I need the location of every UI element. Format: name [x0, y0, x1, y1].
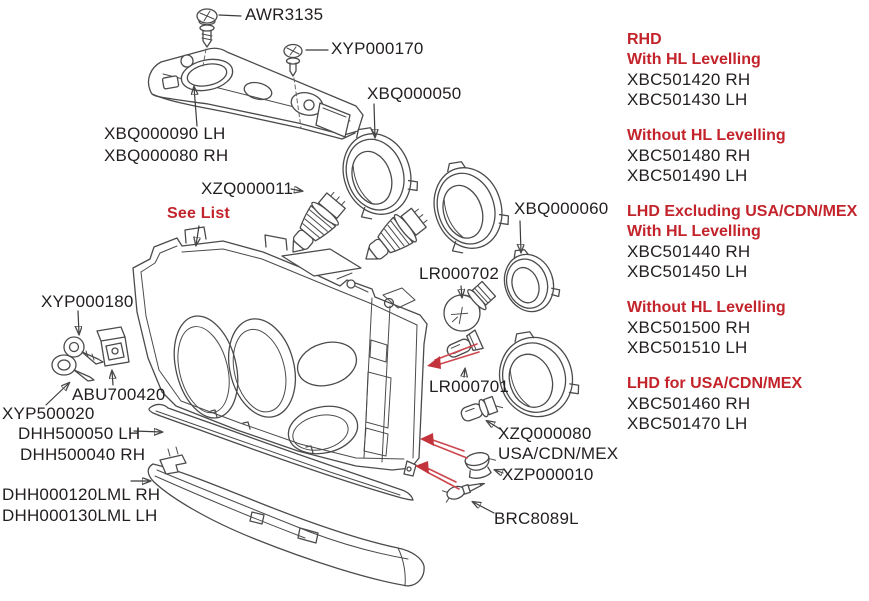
legend-part: XBC501450 LH [627, 262, 748, 281]
legend-heading: RHD [627, 31, 662, 48]
callout-xzp000010: XZP000010 [502, 465, 594, 484]
legend-heading: With HL Levelling [627, 51, 761, 68]
legend-group-lhd-excl: LHD Excluding USA/CDN/MEX With HL Levell… [627, 202, 857, 282]
legend-heading: LHD Excluding USA/CDN/MEX [627, 203, 858, 220]
bulb-lr000702 [443, 280, 497, 332]
screw-awr3135 [196, 8, 218, 67]
legend-group-rhd-without: Without HL Levelling XBC501480 RH XBC501… [627, 126, 857, 186]
bulb-halogen-2 [354, 200, 434, 274]
mounting-bracket-xbq000090 [147, 47, 364, 140]
legend-heading: With HL Levelling [627, 223, 761, 240]
retaining-ring-4 [498, 331, 580, 418]
legend-group-lhd-without: Without HL Levelling XBC501500 RH XBC501… [627, 298, 857, 358]
callout-xzq000080: XZQ000080 [498, 424, 592, 443]
retaining-ring-xbq000060 [503, 249, 561, 313]
legend-part: XBC501460 RH [627, 394, 751, 413]
callout-xzq000080-note: USA/CDN/MEX [498, 444, 619, 463]
callout-xbq000060: XBQ000060 [514, 199, 609, 218]
headlamp-unit [132, 226, 428, 477]
legend-group-lhd-usa: LHD for USA/CDN/MEX XBC501460 RH XBC5014… [627, 374, 857, 434]
legend-group-rhd: RHD With HL Levelling XBC501420 RH XBC50… [627, 30, 857, 110]
callout-xyp500020: XYP500020 [2, 404, 95, 423]
legend-part: XBC501470 LH [627, 414, 748, 433]
callout-abu700420: ABU700420 [72, 385, 166, 404]
red-arrow-xzp000010 [420, 433, 468, 459]
callout-lr000701: LR000701 [429, 377, 510, 396]
callout-dhh500050-lh: DHH500050 LH [18, 424, 141, 443]
legend-part: XBC501420 RH [627, 70, 751, 89]
callout-dhh500040-rh: DHH500040 RH [20, 445, 146, 464]
legend-part: XBC501440 RH [627, 242, 751, 261]
legend-part: XBC501510 LH [627, 338, 748, 357]
legend-part: XBC501430 LH [627, 90, 748, 109]
callout-xyp000170: XYP000170 [331, 39, 424, 58]
legend-heading: Without HL Levelling [627, 299, 786, 316]
callout-dhh000130lml-lh: DHH000130LML LH [2, 506, 158, 525]
callout-xbq000090-lh: XBQ000090 LH [104, 124, 226, 143]
trim-strip-dhh500050 [148, 403, 414, 501]
callout-xbq000080-rh: XBQ000080 RH [104, 146, 229, 165]
legend-heading: Without HL Levelling [627, 127, 786, 144]
clip-brc8089l [442, 482, 485, 503]
bumper-strip-dhh000120lml [147, 446, 425, 587]
red-arrow-brc8089l [415, 461, 460, 490]
callout-brc8089l: BRC8089L [494, 509, 579, 528]
legend-part: XBC501480 RH [627, 146, 751, 165]
red-arrow-lr000701 [427, 343, 480, 369]
callout-xbq000050: XBQ000050 [367, 84, 462, 103]
retaining-ring-2 [421, 150, 516, 258]
legend-part: XBC501500 RH [627, 318, 751, 337]
legend-part: XBC501490 LH [627, 166, 748, 185]
screw-xyp000170 [283, 43, 303, 129]
callout-awr3135: AWR3135 [245, 5, 324, 24]
leader-lines [45, 14, 521, 514]
grommet-xzp000010 [464, 452, 497, 479]
callout-xzq000011: XZQ000011 [201, 179, 294, 198]
callout-see-list: See List [167, 205, 230, 222]
fastener-xyp000180 [63, 336, 104, 365]
assembly-legend: RHD With HL Levelling XBC501420 RH XBC50… [627, 30, 857, 450]
callout-lr000702: LR000702 [419, 264, 500, 283]
callout-xyp000180: XYP000180 [41, 292, 134, 311]
callout-dhh000120lml-rh: DHH000120LML RH [2, 485, 161, 504]
bulb-holder-xzq000080 [460, 395, 504, 422]
legend-heading: LHD for USA/CDN/MEX [627, 375, 803, 392]
fastener-xyp500020 [51, 354, 95, 382]
clip-abu700420 [96, 326, 130, 367]
